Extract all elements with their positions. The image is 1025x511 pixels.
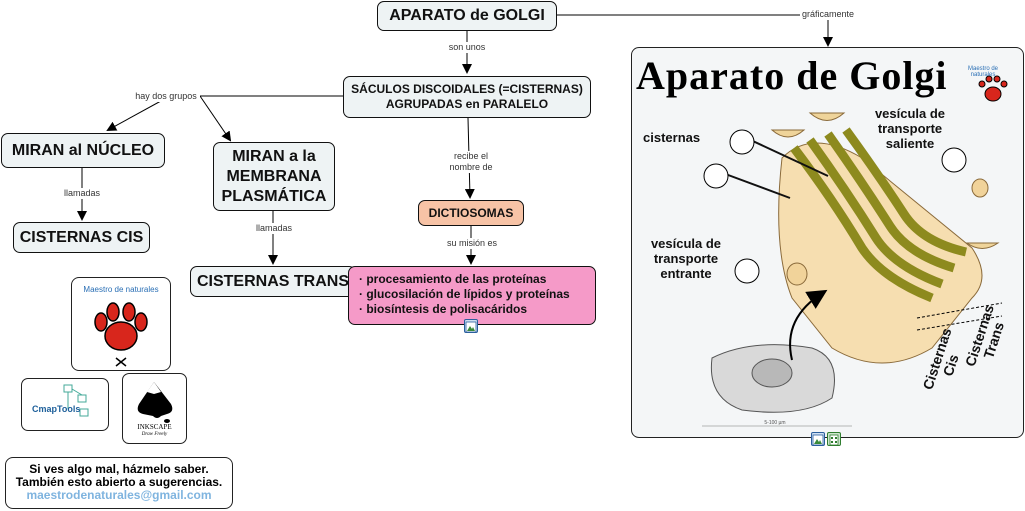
svg-text:CmapTools: CmapTools xyxy=(32,404,80,414)
node-miran-membrana[interactable]: MIRAN a la MEMBRANA PLASMÁTICA xyxy=(213,142,335,211)
golgi-drawing xyxy=(702,75,1008,427)
funcion-item: · biosíntesis de polisacáridos xyxy=(359,302,528,316)
inkscape-subtext: Draw Freely xyxy=(141,432,168,437)
image-resource-icon[interactable] xyxy=(464,319,478,333)
label-vesicula-entrante: vesícula de transporte entrante xyxy=(650,236,722,281)
node-dictiosomas[interactable]: DICTIOSOMAS xyxy=(418,200,524,226)
panel-logo-text: Maestro de naturales xyxy=(967,66,998,78)
funcion-item: · procesamiento de las proteínas xyxy=(359,272,547,286)
inkscape-text: INKSCAPE xyxy=(137,423,172,431)
contact-line: Si ves algo mal, házmelo saber. xyxy=(29,462,209,476)
svg-text:Maestro de naturales: Maestro de naturales xyxy=(83,285,158,294)
illustration-title: Aparato de Golgi xyxy=(636,53,948,98)
link-label-graficamente: gráficamente xyxy=(800,9,856,20)
link-label-su-mision: su misión es xyxy=(443,238,501,249)
link-label-hay-dos-grupos: hay dos grupos xyxy=(132,91,200,102)
node-cisternas-cis[interactable]: CISTERNAS CIS xyxy=(13,222,150,253)
image-resource-icon[interactable] xyxy=(811,432,825,446)
inkscape-logo: INKSCAPE Draw Freely xyxy=(122,373,187,444)
paw-icon: Maestro de naturales xyxy=(83,285,159,367)
node-cisternas-trans[interactable]: CISTERNAS TRANS xyxy=(190,266,356,297)
node-funciones[interactable]: · procesamiento de las proteínas · gluco… xyxy=(348,266,596,325)
contact-box: Si ves algo mal, házmelo saber. También … xyxy=(5,457,233,509)
maestro-logo: Maestro de naturales xyxy=(71,277,171,371)
node-aparato-golgi[interactable]: APARATO de GOLGI xyxy=(377,1,557,31)
golgi-illustration[interactable]: Aparato de Golgi cisternas vesícula de t… xyxy=(631,47,1024,438)
contact-email[interactable]: maestrodenaturales@gmail.com xyxy=(26,488,212,502)
contact-line: También esto abierto a sugerencias. xyxy=(15,475,223,489)
cmaptools-logo: CmapTools xyxy=(21,378,109,431)
link-label-son-unos: son unos xyxy=(443,42,491,53)
link-label-llamadas: llamadas xyxy=(252,223,296,234)
scale-label: 5-100 µm xyxy=(764,420,786,426)
label-vesicula-saliente: vesícula de transporte saliente xyxy=(874,106,946,151)
node-miran-nucleo[interactable]: MIRAN al NÚCLEO xyxy=(1,133,165,168)
label-cisternas: cisternas xyxy=(643,130,701,145)
funcion-item: · glucosilación de lípidos y proteínas xyxy=(359,287,570,301)
node-saculos[interactable]: SÁCULOS DISCOIDALES (=CISTERNAS) AGRUPAD… xyxy=(343,76,591,118)
link-label-recibe-nombre: recibe el nombre de xyxy=(443,151,499,173)
link-label-llamadas: llamadas xyxy=(60,188,104,199)
video-resource-icon[interactable] xyxy=(827,432,841,446)
